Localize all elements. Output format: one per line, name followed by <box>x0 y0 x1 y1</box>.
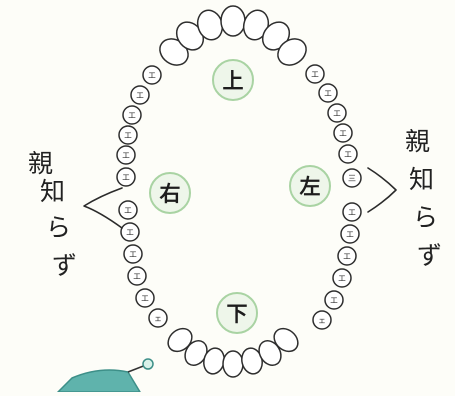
right-upper-tooth-mark: エ <box>128 111 136 120</box>
wisdom-char-3-right: ら <box>413 203 438 232</box>
left-lower-tooth-mark: エ <box>338 274 346 283</box>
right-lower-tooth: エ <box>123 244 143 264</box>
left-upper-tooth-mark: エ <box>311 70 319 79</box>
left-lower-tooth-mark: エ <box>346 230 354 239</box>
wisdom-char-4-right: ず <box>417 241 442 270</box>
right-lower-tooth-mark: エ <box>126 228 134 237</box>
upper-arch <box>159 5 307 66</box>
wisdom-bracket-right <box>367 167 397 213</box>
left-lower-tooth-mark: エ <box>343 252 351 261</box>
left-upper-tooth: エ <box>333 123 353 143</box>
left-lower-tooth-mark: ェ <box>318 316 326 325</box>
right-upper-tooth-mark: エ <box>122 173 130 182</box>
left-upper-tooth: エ <box>318 83 338 103</box>
right-lower-tooth-mark: エ <box>124 206 132 215</box>
left-upper-tooth-mark: エ <box>324 89 332 98</box>
wisdom-bracket-left <box>83 187 123 229</box>
region-upper-label: 上 <box>223 69 244 93</box>
left-upper-tooth-mark: エ <box>344 150 352 159</box>
right-lower-tooth-mark: ェ <box>154 314 162 323</box>
right-upper-tooth-mark: エ <box>122 151 130 160</box>
upper-halo <box>212 59 254 101</box>
right-upper-tooth: エ <box>116 145 136 165</box>
left-upper-tooth: 三 <box>342 168 362 188</box>
right-lower-tooth: エ <box>135 288 155 308</box>
wisdom-label-left: 親 知 ら ず <box>28 149 123 280</box>
wisdom-char-3: ら <box>46 213 71 242</box>
instrument-illustration <box>56 358 154 393</box>
lower-front-tooth <box>273 327 299 353</box>
wisdom-char-2: 知 <box>40 177 65 206</box>
right-upper-tooth-mark: エ <box>124 131 132 140</box>
left-lower-tooth-mark: エ <box>348 208 356 217</box>
lower-halo <box>216 292 258 334</box>
right-lower-tooth-mark: エ <box>133 272 141 281</box>
left-upper-tooth: エ <box>327 103 347 123</box>
wisdom-label-right: 親 知 ら ず <box>367 127 442 270</box>
right-upper-tooth: エ <box>122 105 142 125</box>
right-lower-tooth: エ <box>120 222 140 242</box>
right-lower-tooth: ェ <box>148 308 168 328</box>
right-halo <box>149 172 191 214</box>
left-upper-tooth-mark: 三 <box>348 174 356 183</box>
wisdom-char-2-right: 知 <box>409 165 434 194</box>
lower-arch <box>167 327 299 378</box>
right-upper-tooth: エ <box>118 125 138 145</box>
lower-front-tooth <box>167 327 193 353</box>
lower-front-tooth <box>222 350 244 378</box>
right-lower-tooth: エ <box>118 200 138 220</box>
left-lower-tooth: エ <box>337 246 357 266</box>
left-lower-tooth: エ <box>324 290 344 310</box>
left-upper-tooth-mark: エ <box>333 109 341 118</box>
wisdom-char-1-right: 親 <box>405 127 430 156</box>
right-lower-tooth-mark: エ <box>141 294 149 303</box>
upper-front-tooth <box>220 5 246 37</box>
right-lower-tooth-mark: エ <box>129 250 137 259</box>
left-lower-tooth: エ <box>340 224 360 244</box>
left-lower-tooth-mark: エ <box>330 296 338 305</box>
upper-front-tooth <box>277 38 307 66</box>
left-upper-tooth: エ <box>305 64 325 84</box>
left-upper-tooth: エ <box>338 144 358 164</box>
left-lower-tooth: ェ <box>312 310 332 330</box>
region-lower-label: 下 <box>227 302 248 326</box>
left-lower-tooth: エ <box>342 202 362 222</box>
wisdom-char-4: ず <box>52 251 77 280</box>
left-halo <box>289 165 331 207</box>
right-lower-tooth: エ <box>127 266 147 286</box>
right-upper-tooth-mark: エ <box>148 71 156 80</box>
right-upper-tooth-mark: エ <box>136 91 144 100</box>
left-upper-tooth-mark: エ <box>339 129 347 138</box>
left-lower-tooth: エ <box>332 268 352 288</box>
region-left-label: 左 <box>300 175 321 199</box>
region-right-label: 右 <box>160 182 181 206</box>
right-upper-tooth: エ <box>116 167 136 187</box>
right-upper-tooth: エ <box>130 85 150 105</box>
right-upper-tooth: エ <box>142 65 162 85</box>
wisdom-char-1: 親 <box>28 149 53 178</box>
